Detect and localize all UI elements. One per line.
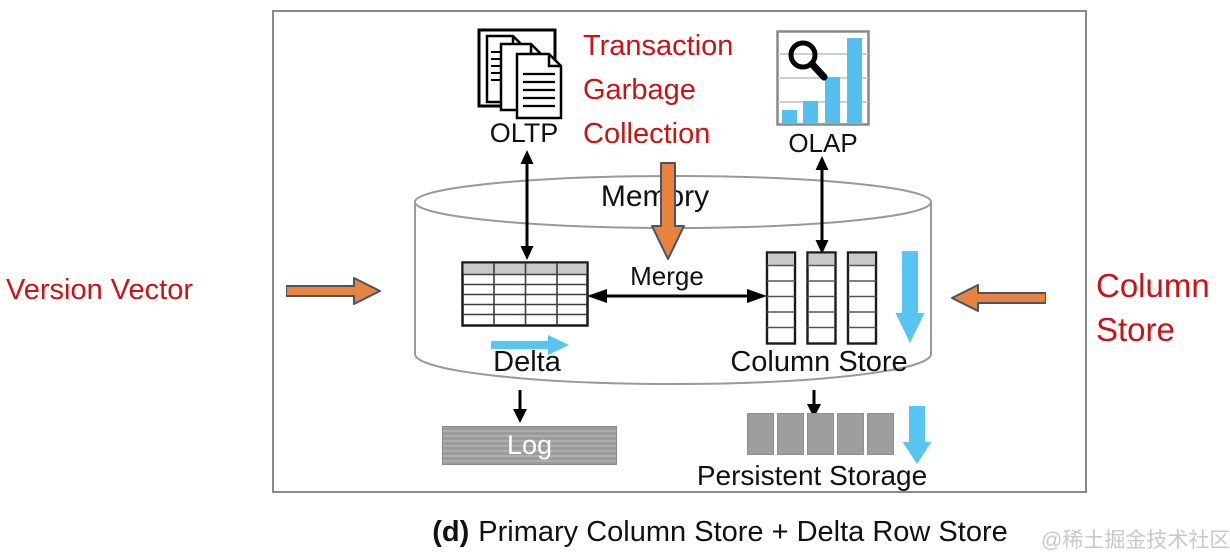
column-store-columns-shape [765,251,878,345]
column-store-outer-note: Column Store [1096,264,1230,352]
delta-table-shape [461,261,589,327]
columnstore-persistent-down-arrow [807,390,821,418]
merge-horizontal-double-arrow [587,289,767,303]
storage-block [837,413,864,455]
columnstore-blue-down-arrow [895,251,925,343]
delta-log-down-arrow [513,390,527,423]
memory-label: Memory [600,180,710,213]
persistent-storage-blocks [747,413,894,455]
column-store-outer-line-1: Column [1096,267,1210,304]
oltp-delta-double-arrow [520,150,534,260]
storage-block [867,413,894,455]
storage-block [807,413,834,455]
caption-text: Primary Column Store + Delta Row Store [478,516,1008,548]
column-store-inner-label: Column Store [730,346,908,378]
log-label: Log [506,430,553,460]
persistent-blue-down-arrow [902,406,932,464]
delta-label: Delta [493,346,561,378]
olap-label: OLAP [788,128,858,158]
oltp-documents-icon [477,28,563,120]
version-vector-orange-arrow [286,277,381,305]
column-store-outer-line-2: Store [1096,311,1175,348]
caption-index: (d) [432,516,470,548]
tgc-line-1: Transaction [583,30,734,62]
figure-caption: (d)Primary Column Store + Delta Row Stor… [400,516,1040,549]
olap-bar-chart-magnifier-icon [776,30,870,126]
orange-merge-down-arrow [651,162,685,260]
storage-block [747,413,774,455]
olap-columnstore-double-arrow [815,156,829,254]
delta-blue-right-arrow [491,335,569,355]
tgc-line-3: Collection [583,118,711,150]
log-block: Log [442,426,617,465]
storage-block [777,413,804,455]
watermark: @稀土掘金技术社区 [1041,529,1230,552]
version-vector-note: Version Vector [6,274,193,306]
oltp-label: OLTP [489,118,559,148]
column-store-orange-arrow [951,284,1046,312]
persistent-storage-label: Persistent Storage [696,460,928,491]
tgc-line-2: Garbage [583,74,696,106]
transaction-garbage-collection-note: Transaction Garbage Collection [583,24,783,156]
merge-label: Merge [630,261,704,291]
